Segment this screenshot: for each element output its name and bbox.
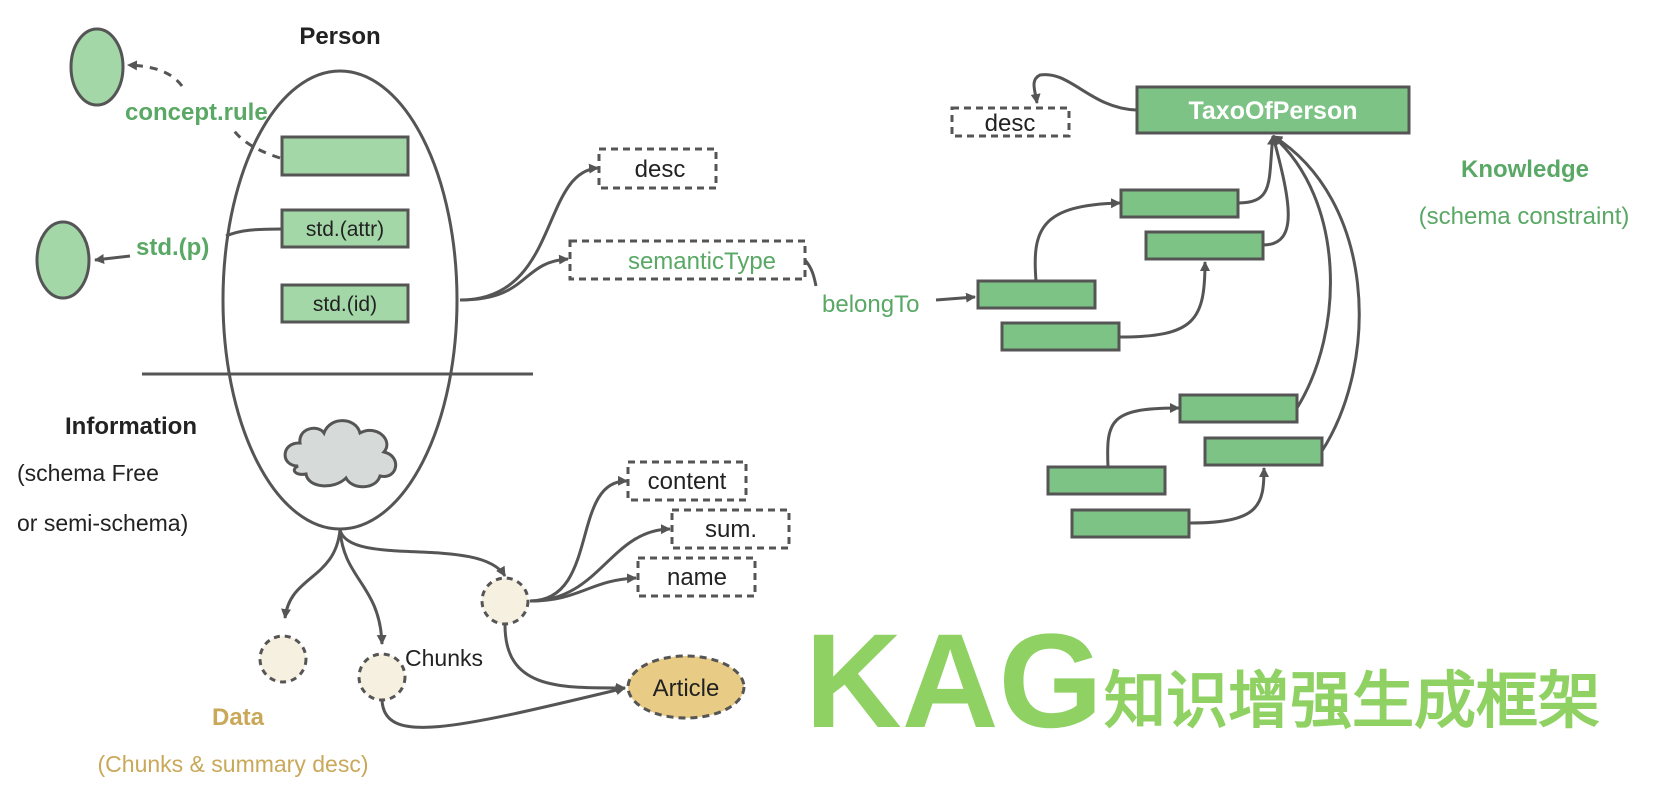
taxo-desc-link xyxy=(1030,73,1137,112)
sum-box xyxy=(670,508,791,550)
article-label: Article xyxy=(653,675,720,702)
name-label: name xyxy=(667,564,727,591)
concept-rule-label: concept.rule xyxy=(125,99,268,126)
content-box xyxy=(626,460,748,502)
cloud-icon xyxy=(283,419,397,489)
data-node-1 xyxy=(258,634,308,684)
person-ellipse xyxy=(221,69,459,531)
knowledge-title: Knowledge xyxy=(1461,156,1589,183)
taxo-node xyxy=(1178,393,1299,424)
std-p-node xyxy=(35,220,91,300)
std-attr-box xyxy=(280,208,410,249)
concept-node xyxy=(69,27,125,107)
name-link xyxy=(529,573,637,603)
taxo-node xyxy=(1070,508,1191,539)
std-p-arrow xyxy=(94,254,131,264)
sum-label: sum. xyxy=(705,516,757,543)
chunks-node xyxy=(357,652,407,702)
taxo-edge xyxy=(1237,135,1277,205)
std-id-box xyxy=(280,283,410,324)
summary-node xyxy=(480,576,530,626)
taxo-node xyxy=(1144,230,1265,261)
summary-article-link xyxy=(503,624,626,694)
person-title: Person xyxy=(299,23,380,50)
taxo-node xyxy=(1119,188,1240,219)
belong-to-label: belongTo xyxy=(822,291,919,318)
data-link-2 xyxy=(338,529,387,645)
taxo-node xyxy=(1000,321,1121,352)
taxo-root-label: TaxoOfPerson xyxy=(1188,97,1357,125)
desc-box xyxy=(597,147,718,190)
kag-subtitle: 知识增强生成框架 xyxy=(1104,664,1600,737)
std-attr-label: std.(attr) xyxy=(306,218,384,241)
data-title: Data xyxy=(212,704,265,731)
std-id-label: std.(id) xyxy=(313,293,377,316)
taxo-desc-label: desc xyxy=(985,110,1036,137)
article-node xyxy=(626,654,746,720)
belong-to-arrow xyxy=(935,292,976,303)
semantic-type-label: semanticType xyxy=(628,248,776,275)
std-p-link xyxy=(225,227,283,238)
chunks-label: Chunks xyxy=(405,645,483,671)
chunks-article-link xyxy=(380,685,626,729)
information-line2: or semi-schema) xyxy=(17,510,188,536)
data-link-3 xyxy=(338,529,507,577)
content-label: content xyxy=(648,468,727,495)
concept-rule-arrow xyxy=(127,60,184,87)
taxo-edge xyxy=(1262,135,1290,247)
semantic-type-link xyxy=(459,254,569,302)
taxo-node xyxy=(1203,436,1324,467)
taxo-edge xyxy=(1106,403,1180,468)
information-line1: (schema Free xyxy=(17,460,159,486)
std-p-label: std.(p) xyxy=(136,234,209,261)
concept-box xyxy=(280,135,410,177)
kag-logo-text: KAG xyxy=(805,607,1103,756)
taxo-node xyxy=(976,279,1097,310)
desc-link xyxy=(459,163,599,302)
taxo-root-box xyxy=(1135,85,1411,135)
taxo-edge xyxy=(1119,261,1210,339)
sum-link xyxy=(529,524,671,603)
taxo-node xyxy=(1046,465,1167,496)
taxo-edge xyxy=(1272,134,1332,409)
taxo-desc-box xyxy=(950,106,1071,138)
content-link xyxy=(529,475,628,603)
belong-to-tick xyxy=(803,259,818,287)
data-subtitle: (Chunks & summary desc) xyxy=(98,751,369,777)
taxo-edge xyxy=(1189,467,1269,525)
knowledge-subtitle: (schema constraint) xyxy=(1419,203,1630,230)
name-box xyxy=(636,556,757,598)
desc-label: desc xyxy=(635,156,686,183)
taxo-edge xyxy=(1033,198,1121,282)
concept-rule-link xyxy=(230,127,281,160)
data-link-1 xyxy=(281,529,342,619)
information-title: Information xyxy=(65,413,197,440)
taxo-edge xyxy=(1272,134,1361,452)
